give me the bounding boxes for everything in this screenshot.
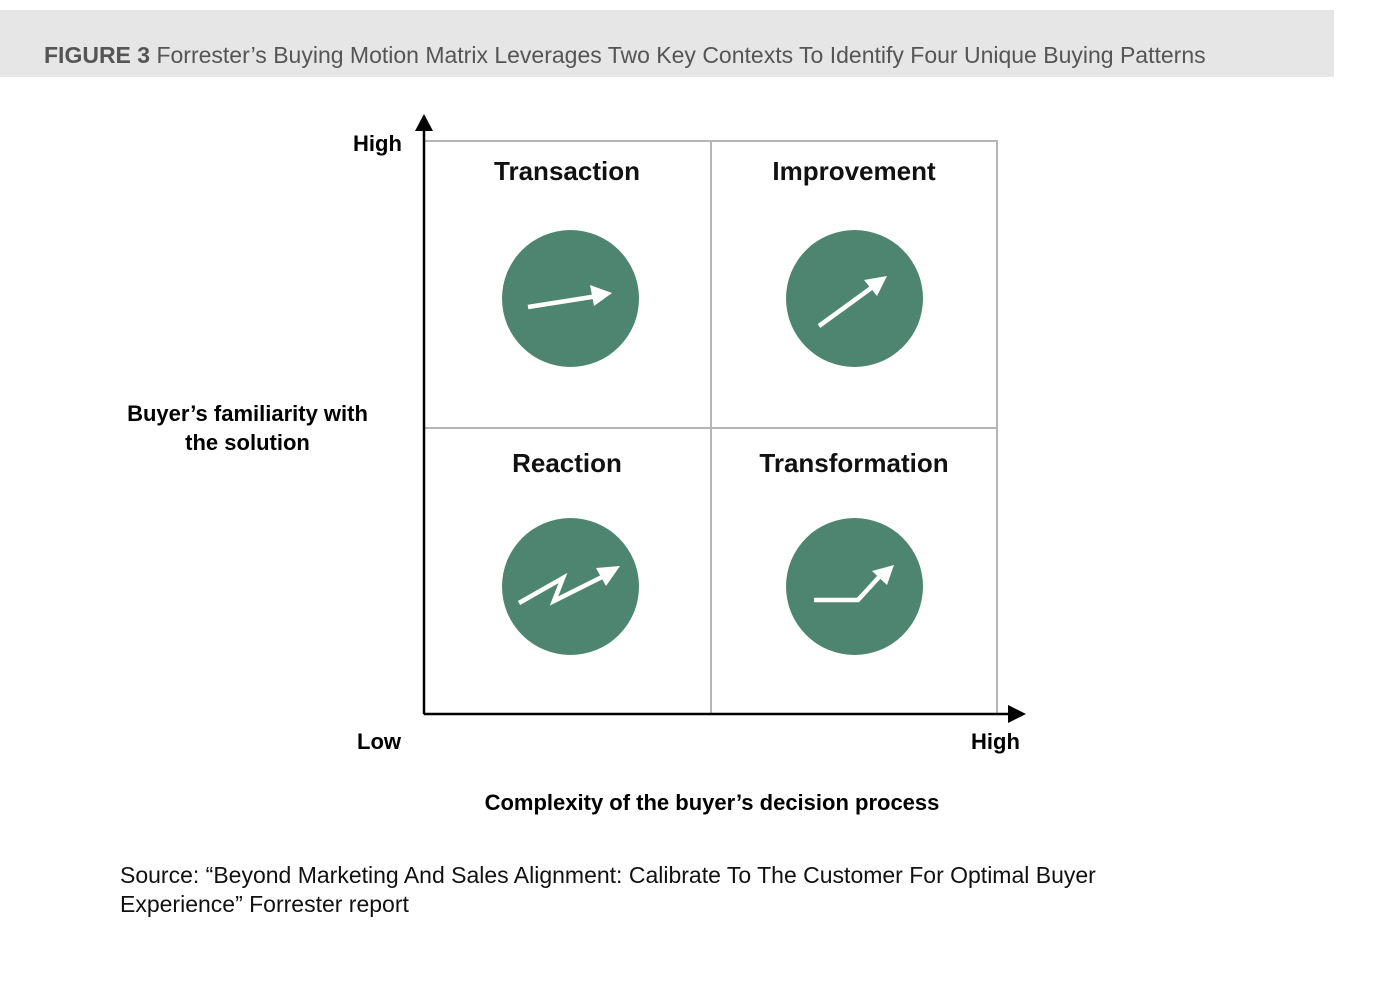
quadrant-improvement-circle bbox=[786, 230, 923, 367]
x-axis-low-label: Low bbox=[357, 729, 401, 754]
y-axis-arrowhead bbox=[415, 114, 433, 131]
y-axis-title: Buyer’s familiarity with the solution bbox=[127, 401, 368, 455]
quadrant-improvement-label: Improvement bbox=[772, 156, 936, 186]
quadrant-reaction-circle bbox=[502, 518, 639, 655]
quadrant-transaction-circle bbox=[502, 230, 639, 367]
arrow-slight-up-icon bbox=[527, 285, 612, 310]
x-axis-high-label: High bbox=[971, 729, 1020, 754]
figure-title-bar: FIGURE 3 Forrester’s Buying Motion Matri… bbox=[0, 10, 1334, 77]
quadrant-transaction-label: Transaction bbox=[494, 156, 640, 186]
arrow-flat-then-up-icon bbox=[814, 565, 894, 603]
quadrant-reaction-label: Reaction bbox=[512, 448, 622, 478]
quadrant-transformation-circle bbox=[786, 518, 923, 655]
x-axis-arrowhead bbox=[1008, 705, 1026, 723]
quadrant-transformation-label: Transformation bbox=[759, 448, 949, 478]
figure-title: FIGURE 3 Forrester’s Buying Motion Matri… bbox=[44, 42, 1206, 69]
x-axis-title: Complexity of the buyer’s decision proce… bbox=[484, 790, 940, 815]
figure-label: FIGURE 3 bbox=[44, 42, 151, 68]
arrow-zigzag-up-icon bbox=[517, 566, 620, 606]
y-axis-high-label: High bbox=[353, 131, 402, 156]
source-note: Source: “Beyond Marketing And Sales Alig… bbox=[120, 862, 1096, 917]
arrow-diagonal-up-icon bbox=[817, 276, 887, 328]
figure-title-text: Forrester’s Buying Motion Matrix Leverag… bbox=[156, 42, 1206, 68]
